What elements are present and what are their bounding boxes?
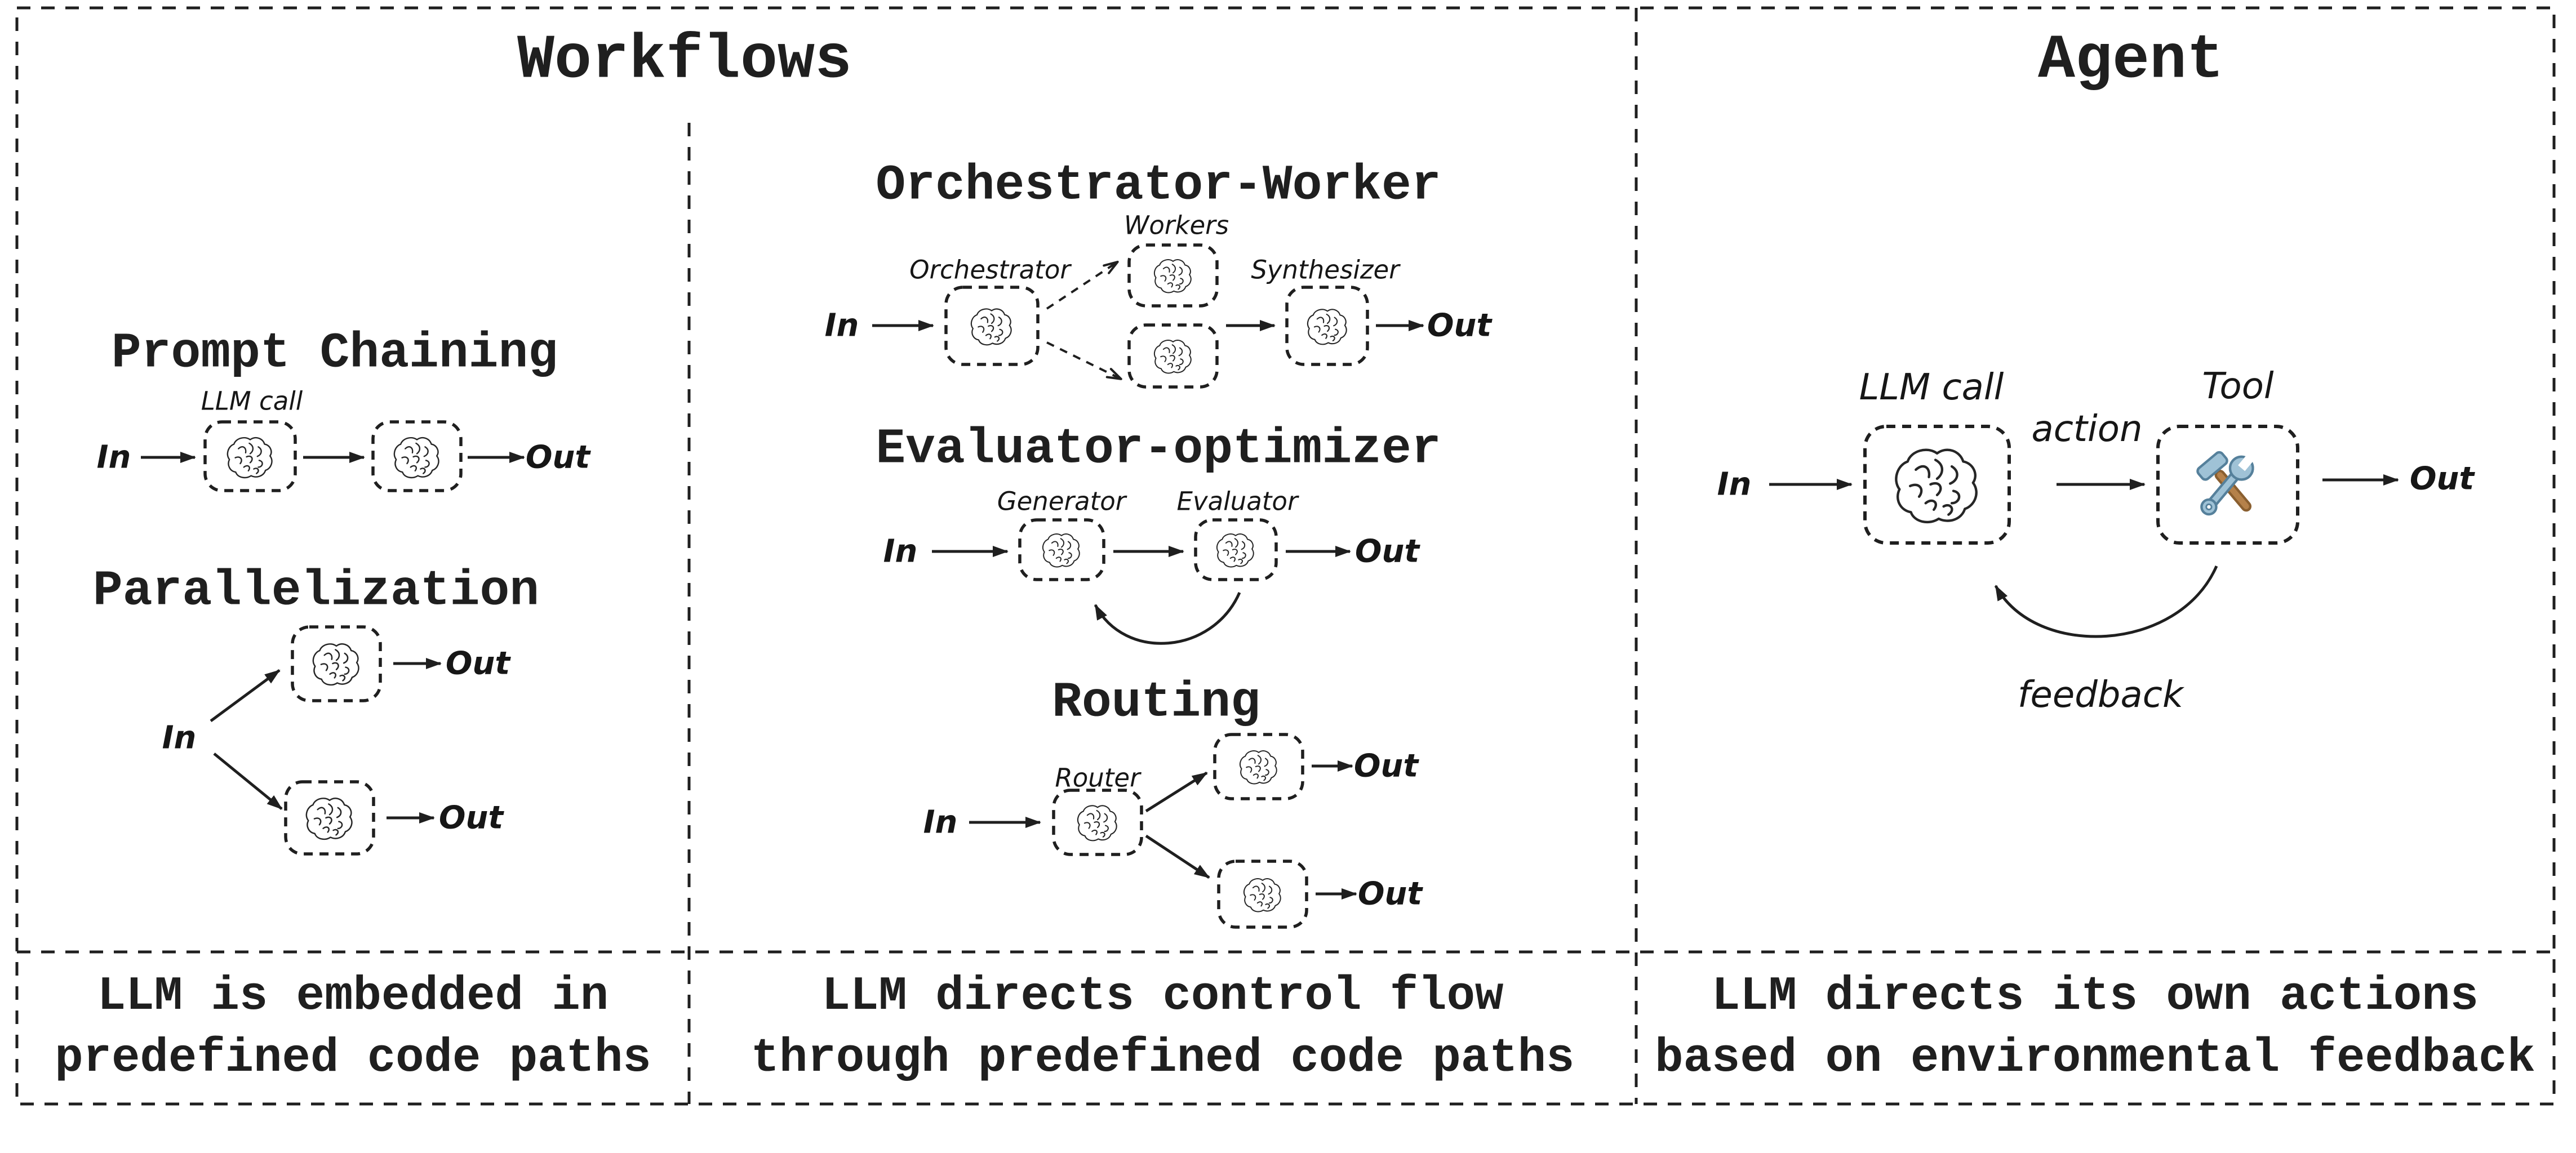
- caption-line: through predefined code paths: [750, 1032, 1575, 1085]
- in-label: In: [923, 804, 958, 841]
- worker-box: [1127, 243, 1219, 308]
- in-label: In: [96, 439, 131, 476]
- synthesizer-box: [1285, 286, 1369, 366]
- evaluator-optimizer-diagram: [932, 518, 1351, 645]
- caption-line: LLM directs its own actions: [1711, 970, 2479, 1023]
- in-label: In: [162, 719, 197, 756]
- caption-line: predefined code paths: [55, 1032, 651, 1085]
- brain-icon: [1042, 533, 1080, 568]
- router-label: Router: [1055, 763, 1140, 793]
- caption-line: LLM directs control flow: [821, 970, 1504, 1023]
- parallelization-diagram: [210, 625, 442, 856]
- worker-box: [1127, 323, 1219, 389]
- evaluator-label: Evaluator: [1176, 486, 1298, 517]
- tool-label: Tool: [2202, 366, 2274, 407]
- parallelization-heading: Parallelization: [92, 563, 540, 620]
- arrow: [213, 753, 283, 810]
- orchestrator-worker-heading: Orchestrator-Worker: [876, 158, 1441, 214]
- out-label: Out: [2409, 460, 2475, 497]
- brain-icon: [1216, 533, 1254, 568]
- brain-icon: [1239, 750, 1277, 785]
- hammer-and-wrench-icon: [2196, 448, 2261, 520]
- out-label: Out: [1427, 307, 1492, 344]
- out-label: Out: [445, 645, 510, 682]
- orchestrator-box: [944, 286, 1040, 366]
- caption-line: based on environmental feedback: [1655, 1032, 2535, 1085]
- llm-call-label: LLM call: [201, 386, 303, 416]
- tool-box: [2156, 425, 2299, 545]
- action-label: action: [2031, 408, 2143, 450]
- evaluator-box: [1194, 518, 1278, 581]
- llm-box: [284, 780, 375, 856]
- orchestrator-worker-diagram: [872, 243, 1424, 389]
- agent-caption: LLM directs its own actions based on env…: [1636, 952, 2554, 1104]
- llm-box: [291, 625, 382, 702]
- brain-icon: [1307, 309, 1347, 345]
- workflows-mid-caption: LLM directs control flow through predefi…: [689, 952, 1636, 1104]
- out-label: Out: [438, 799, 504, 836]
- workflows-panel-title: Workflows: [517, 25, 852, 96]
- feedback-label: feedback: [2018, 674, 2183, 716]
- prompt-chaining-diagram: [141, 420, 525, 492]
- caption-line: LLM is embedded in: [97, 970, 609, 1023]
- arrow: [1145, 771, 1208, 813]
- brain-icon: [305, 798, 353, 840]
- brain-icon: [1243, 878, 1281, 912]
- brain-icon: [393, 437, 439, 479]
- brain-icon: [1153, 259, 1192, 293]
- orchestrator-label: Orchestrator: [909, 255, 1071, 285]
- workflows-left-caption: LLM is embedded in predefined code paths: [17, 952, 689, 1104]
- out-label: Out: [1357, 875, 1423, 912]
- llm-box: [203, 420, 297, 492]
- prompt-chaining-heading: Prompt Chaining: [111, 326, 558, 382]
- agent-diagram: [1769, 425, 2399, 638]
- brain-icon: [1896, 450, 1976, 522]
- llm-box: [1863, 425, 2011, 545]
- llm-box: [1217, 860, 1308, 929]
- feedback-curve: [1994, 565, 2218, 638]
- out-label: Out: [525, 439, 590, 476]
- routing-diagram: [969, 733, 1357, 929]
- router-box: [1052, 789, 1143, 856]
- brain-icon: [312, 643, 359, 686]
- workers-label: Workers: [1123, 210, 1229, 241]
- llm-box: [371, 420, 463, 492]
- in-label: In: [883, 533, 918, 570]
- feedback-curve: [1094, 591, 1241, 645]
- arrow: [1145, 834, 1210, 879]
- agent-panel-title: Agent: [2037, 25, 2224, 96]
- brain-icon: [1077, 805, 1117, 842]
- llm-call-label: LLM call: [1859, 367, 2004, 408]
- in-label: In: [1717, 466, 1752, 503]
- dashed-arrow: [1046, 341, 1122, 380]
- brain-icon: [970, 308, 1012, 346]
- brain-icon: [226, 437, 273, 479]
- generator-label: Generator: [997, 486, 1126, 517]
- brain-icon: [1153, 340, 1192, 374]
- routing-heading: Routing: [1052, 675, 1260, 731]
- out-label: Out: [1354, 533, 1420, 570]
- outer-panel-border: [15, 6, 2556, 1106]
- evaluator-optimizer-heading: Evaluator-optimizer: [876, 421, 1441, 478]
- synthesizer-label: Synthesizer: [1251, 255, 1400, 285]
- in-label: In: [824, 307, 859, 344]
- out-label: Out: [1353, 747, 1419, 785]
- llm-box: [1213, 733, 1304, 800]
- arrow: [210, 669, 281, 723]
